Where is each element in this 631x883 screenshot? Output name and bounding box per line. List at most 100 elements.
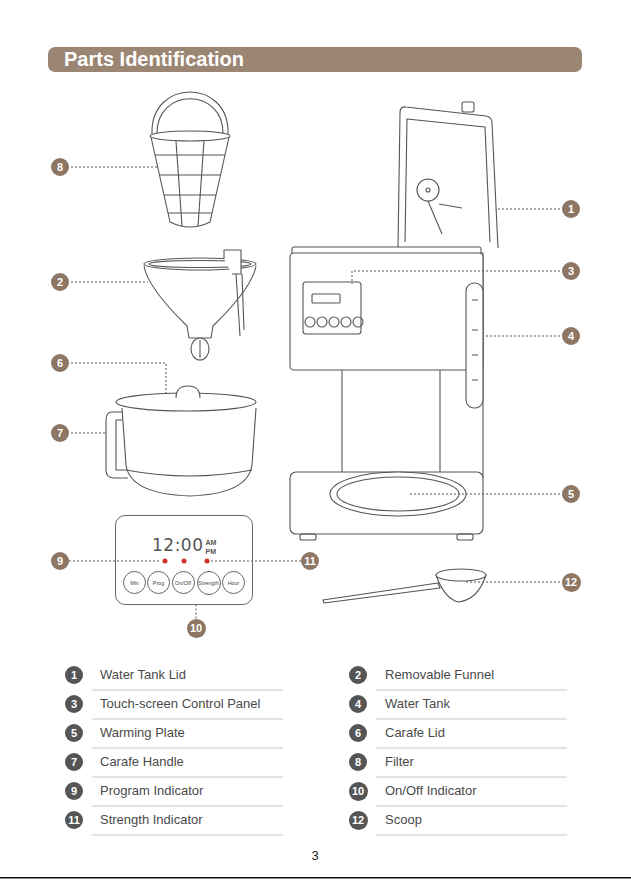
callout-text: 12 [565,576,577,588]
callout-text: 7 [71,756,77,768]
table-number: 1 [65,666,83,684]
part-name: Program Indicator [100,783,203,799]
foot [300,534,316,540]
callout-text: 10 [352,785,364,797]
callout-number: 5 [562,485,580,503]
callout-text: 2 [57,276,63,288]
filter-handle [152,92,228,134]
leader-line [253,561,301,562]
table-number: 9 [65,782,83,800]
funnel-handle [224,250,241,274]
scoop-handle [323,583,440,603]
panel-button: On/Off [172,571,195,594]
callout-number: 2 [51,273,69,291]
funnel-rod [236,274,240,336]
button-label: Min [130,580,139,586]
indicator-dot [163,559,168,564]
callout-text: 12 [352,814,364,826]
callout-number: 9 [51,552,69,570]
part-name: Carafe Handle [100,754,184,770]
leader-line [71,433,106,434]
leader-line [410,494,560,495]
callout-number: 11 [301,552,319,570]
callout-text: 9 [57,555,63,567]
carafe-drawing [106,386,256,496]
machine-digits [312,294,340,303]
indicator-dot [205,559,210,564]
callout-number: 12 [562,573,581,592]
indicator-dot [182,559,187,564]
am-pm-text: AM [206,539,217,547]
shower-head [426,188,430,192]
callout-text: 2 [355,669,361,681]
leader-line [352,271,560,284]
leader-lines [71,167,560,582]
part-name: Strength Indicator [100,812,203,828]
callout-text: 4 [355,698,361,710]
control-panel: 12:00AMPMMinProgOn/OffStrengthHour [115,515,253,605]
panel-button: Prog [147,571,170,594]
carafe-body [122,408,256,496]
page-rule [0,877,631,879]
leader-line [196,605,197,619]
table-rules [92,690,567,835]
table-rule [92,690,283,835]
callout-text: 6 [355,727,361,739]
leader-line [484,336,560,337]
warming-plate [330,472,466,516]
callout-text: 1 [71,669,77,681]
callout-text: 1 [568,203,574,215]
lid-inner [405,119,490,242]
callout-text: 6 [57,357,63,369]
funnel-rod [242,274,244,330]
am-pm-text: PM [206,548,217,556]
table-number: 11 [65,811,83,829]
table-rule [376,690,567,835]
table-number: 8 [349,753,367,771]
funnel-drawing [144,250,256,360]
machine-button [341,317,351,327]
part-name: Water Tank Lid [100,667,186,683]
rear-wall [342,366,442,476]
leader-line [71,363,166,396]
carafe-handle [106,412,128,478]
leader-line [71,282,148,283]
funnel-body [144,266,256,338]
callout-text: 9 [71,785,77,797]
filter-rib [155,154,225,155]
indicator-dots [163,559,210,564]
filter-rib [198,141,204,226]
carafe-band [126,470,252,476]
table-number: 2 [349,666,367,684]
page-number: 3 [311,848,318,864]
tank-window [466,283,483,408]
filter-handle [157,99,223,134]
machine-display [303,282,361,334]
filter-rib [176,141,182,226]
callout-text: 11 [304,555,316,567]
callout-text: 7 [57,427,63,439]
machine-button [317,317,327,327]
machine-button [305,317,315,327]
table-number: 3 [65,695,83,713]
part-name: Removable Funnel [385,667,494,683]
table-number: 7 [65,753,83,771]
leader-line [69,561,115,562]
callout-text: 5 [71,727,77,739]
lid [398,107,498,248]
warming-plate [337,477,459,511]
funnel-valve [199,340,200,358]
filter-rib [168,212,212,213]
base [290,472,483,534]
table-number: 10 [349,782,368,801]
shower-arm [428,201,462,234]
shower-head [417,179,439,201]
machine-button [329,317,339,327]
panel-button: Strength [197,571,221,595]
part-name: Warming Plate [100,725,185,741]
page-title: Parts Identification [64,48,244,71]
part-name: Water Tank [385,696,450,712]
foot [457,534,473,540]
